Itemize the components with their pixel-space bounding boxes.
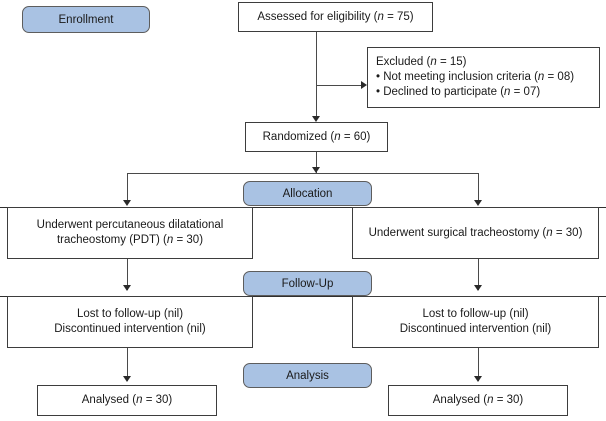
box-randomized-label: Randomized (n = 60) [262, 130, 371, 143]
arrowhead-to-randomized-icon [312, 116, 320, 122]
box-allocation-left-pdt: Underwent percutaneous dilatational trac… [7, 207, 253, 259]
stage-pill-allocation: Allocation [243, 181, 372, 206]
stage-pill-analysis-label: Analysis [286, 369, 329, 382]
box-analysed-left: Analysed (n = 30) [37, 385, 217, 416]
arrowhead-analysis-right-icon [474, 376, 482, 382]
box-excluded-title: Excluded (n = 15) [376, 56, 467, 68]
stage-pill-followup-label: Follow-Up [281, 277, 334, 290]
stage-pill-allocation-label: Allocation [282, 187, 333, 200]
box-allocation-right-surgical: Underwent surgical tracheostomy (n = 30) [352, 207, 599, 259]
box-analysed-left-label: Analysed (n = 30) [81, 394, 173, 406]
box-analysed-right: Analysed (n = 30) [388, 385, 568, 416]
connector-allocation-split-bar [127, 173, 479, 174]
connector-randomized-down [316, 152, 317, 173]
box-followup-right-line-2: Discontinued intervention (nil) [399, 323, 552, 335]
arrowhead-allocation-right-icon [474, 200, 482, 206]
arrowhead-analysis-left-icon [123, 376, 131, 382]
box-allocation-left-pdt-label: Underwent percutaneous dilatational trac… [36, 219, 224, 246]
box-followup-left-line-1: Lost to follow-up (nil) [76, 308, 184, 320]
connector-right-alloc-to-followup [478, 259, 479, 290]
box-followup-left: Lost to follow-up (nil) Discontinued int… [7, 296, 253, 348]
box-followup-right-line-1: Lost to follow-up (nil) [422, 308, 529, 320]
connector-to-excluded [316, 85, 363, 86]
stage-pill-enrollment: Enrollment [22, 6, 150, 33]
box-allocation-right-surgical-label: Underwent surgical tracheostomy (n = 30) [368, 226, 583, 239]
stage-pill-analysis: Analysis [243, 363, 372, 388]
arrowhead-to-excluded-icon [361, 81, 367, 89]
connector-left-alloc-to-followup [127, 259, 128, 290]
connector-allocation-right-drop [478, 173, 479, 203]
box-randomized: Randomized (n = 60) [245, 122, 388, 152]
stage-pill-enrollment-label: Enrollment [58, 13, 114, 26]
stage-rule-followup [0, 296, 606, 297]
box-assessed-for-eligibility: Assessed for eligibility (n = 75) [238, 2, 433, 32]
box-excluded-reason-1: • Not meeting inclusion criteria (n = 08… [376, 71, 575, 83]
connector-left-followup-to-analysis [127, 348, 128, 381]
arrowhead-followup-left-icon [123, 285, 131, 291]
connector-assessed-to-randomized [316, 32, 317, 120]
arrowhead-allocation-left-icon [123, 200, 131, 206]
connector-allocation-left-drop [127, 173, 128, 203]
stage-pill-followup: Follow-Up [243, 271, 372, 296]
box-followup-left-line-2: Discontinued intervention (nil) [54, 323, 206, 335]
box-followup-right: Lost to follow-up (nil) Discontinued int… [352, 296, 599, 348]
arrowhead-followup-right-icon [474, 285, 482, 291]
arrowhead-randomized-split-icon [312, 167, 320, 173]
stage-rule-allocation [0, 207, 606, 208]
box-excluded: Excluded (n = 15) • Not meeting inclusio… [367, 47, 600, 108]
box-excluded-reason-2: • Declined to participate (n = 07) [376, 86, 541, 98]
box-analysed-right-label: Analysed (n = 30) [432, 394, 524, 406]
box-assessed-for-eligibility-label: Assessed for eligibility (n = 75) [257, 10, 414, 23]
connector-right-followup-to-analysis [478, 348, 479, 381]
